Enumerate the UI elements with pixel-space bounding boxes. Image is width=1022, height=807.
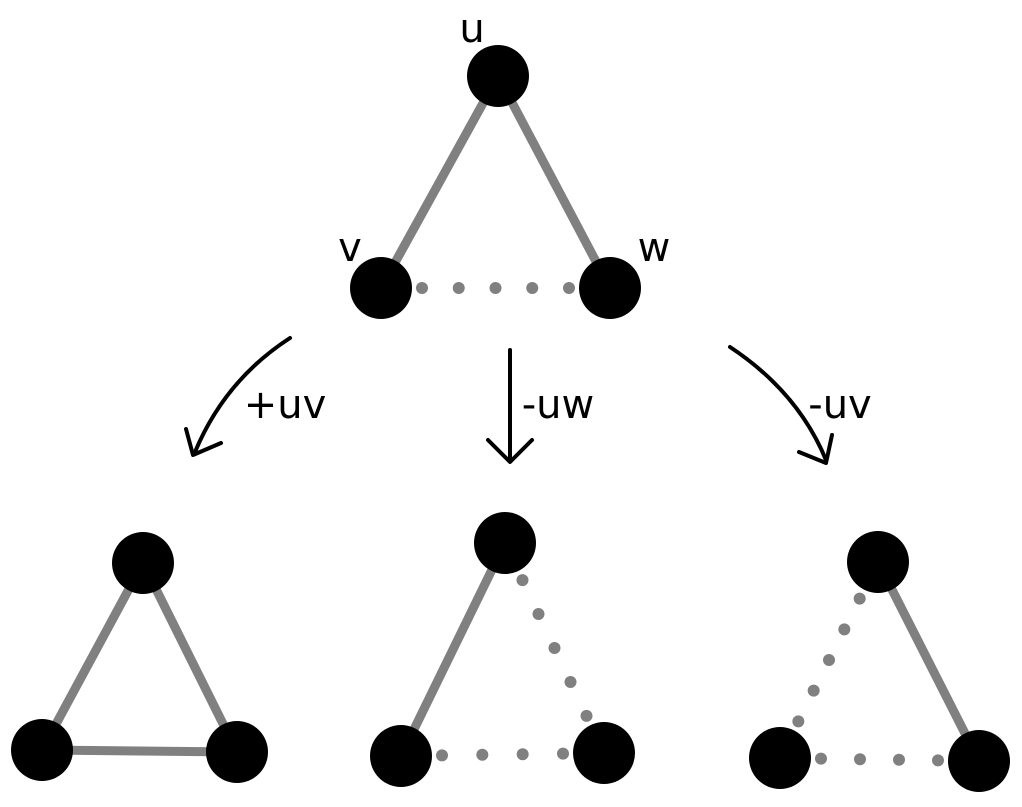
edge-vw-dot — [893, 753, 906, 766]
node-w — [573, 722, 635, 784]
edge-vw-dot — [416, 282, 428, 294]
node-u — [112, 532, 174, 594]
edge-vw-dot — [516, 748, 529, 761]
arrow-remove-uw-icon — [486, 348, 534, 464]
edge-uv-dot — [853, 592, 866, 605]
edge-vw-dot — [452, 282, 465, 294]
node-label-u: u — [459, 6, 484, 52]
edge-vw-solid — [37, 745, 242, 757]
arrow-remove-uv-icon — [728, 345, 834, 465]
edge-uv-solid — [376, 71, 503, 293]
node-w — [948, 730, 1010, 792]
edge-uw-dot — [532, 608, 545, 621]
node-u — [467, 45, 529, 107]
operation-label-remove-uw: -uw — [522, 382, 595, 428]
node-v — [749, 727, 811, 789]
node-w — [206, 721, 268, 783]
edge-uv-dot — [838, 623, 851, 636]
edge-uv-dot — [792, 715, 805, 728]
edge-vw-dot — [557, 747, 570, 760]
result-graph-add-uv — [11, 532, 268, 783]
edge-uw-dot — [580, 709, 593, 722]
edge-vw-dot — [526, 282, 539, 294]
node-v — [370, 725, 432, 787]
edge-vw-dot — [932, 754, 945, 767]
edge-uv-solid — [37, 558, 148, 755]
edge-vw-dot — [489, 282, 502, 294]
result-graph-remove-uv — [749, 531, 1010, 792]
node-u — [474, 512, 536, 574]
edge-vw-dot — [853, 753, 866, 766]
edge-uw-dot — [516, 574, 529, 587]
node-label-w: w — [638, 225, 671, 271]
operation-label-add-uv: +uv — [244, 382, 327, 428]
node-label-v: v — [338, 225, 362, 271]
edge-uv-dot — [807, 684, 820, 697]
edge-uw-solid — [873, 557, 984, 766]
edge-uv-solid — [396, 538, 510, 761]
operation-label-remove-uv: -uv — [808, 382, 871, 428]
top-graph — [350, 45, 641, 319]
edge-vw-dot — [563, 282, 575, 294]
node-v — [350, 257, 412, 319]
edge-uw-dot — [548, 642, 561, 654]
edge-uv-dot — [823, 654, 835, 666]
edge-vw-dot — [435, 749, 448, 762]
edge-uw-solid — [493, 71, 615, 293]
node-v — [11, 719, 73, 781]
node-u — [847, 531, 909, 593]
arrow-add-uv-icon — [184, 336, 292, 457]
edge-uw-solid — [138, 558, 242, 757]
result-graph-remove-uw — [370, 512, 635, 787]
edge-uw-dot — [564, 675, 577, 688]
edge-vw-dot — [476, 748, 489, 761]
node-w — [579, 257, 641, 319]
edge-vw-dot — [814, 752, 827, 765]
